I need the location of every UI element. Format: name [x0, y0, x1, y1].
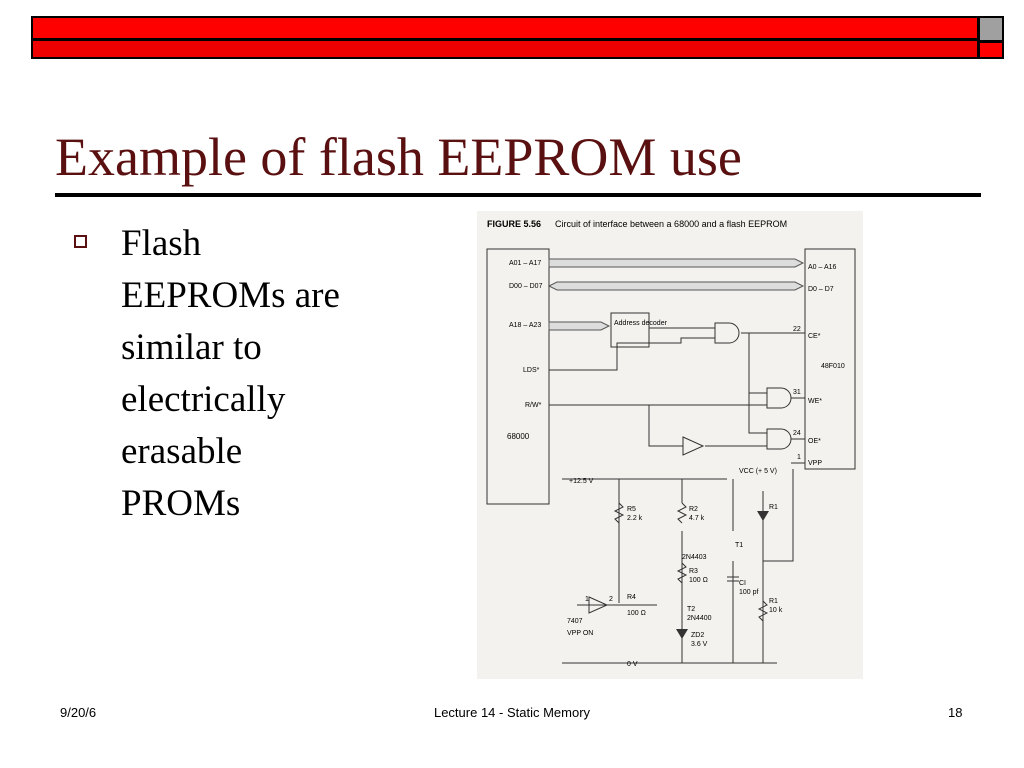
bullet-text: Flash EEPROMs are similar to electricall…	[121, 223, 340, 524]
pin-vpp: 1	[797, 454, 801, 461]
mem-signal-we: WE*	[808, 398, 822, 405]
mem-signal-a: A0 – A16	[808, 264, 837, 271]
header-red-bar-lower	[31, 39, 979, 59]
cpu-signal-rw: R/W*	[525, 402, 542, 409]
ground-label: 0 V	[627, 661, 638, 668]
vpp-on-label: VPP ON	[567, 630, 593, 637]
cpu-signal-d: D00 – D07	[509, 283, 543, 290]
r2-value: 4.7 k	[689, 515, 705, 522]
cpu-signal-a: A01 – A17	[509, 260, 541, 267]
mem-signal-oe: OE*	[808, 438, 821, 445]
header-red-bar	[31, 16, 979, 40]
cpu-signal-lds: LDS*	[523, 367, 540, 374]
r3-value: 100 Ω	[689, 577, 708, 584]
r4-name: R4	[627, 594, 636, 601]
r2-name: R2	[689, 506, 698, 513]
ci-value: 100 pf	[739, 589, 759, 596]
vcc-label: VCC (+ 5 V)	[739, 468, 777, 475]
figure-label: FIGURE 5.56	[487, 219, 541, 229]
title-underline	[55, 193, 981, 197]
r5-name: R5	[627, 506, 636, 513]
buffer-label: 7407	[567, 618, 583, 625]
pin-we: 31	[793, 389, 801, 396]
cpu-label: 68000	[507, 432, 530, 441]
memory-label: 48F010	[821, 363, 845, 370]
t1-value: 2N4403	[682, 554, 707, 561]
pin-ce: 22	[793, 326, 801, 333]
circuit-figure: FIGURE 5.56 Circuit of interface between…	[477, 211, 863, 679]
r1-top-name: R1	[769, 504, 778, 511]
header-gray-square	[978, 16, 1004, 42]
decoder-label: Address decoder	[614, 320, 668, 327]
t2-value: 2N4400	[687, 615, 712, 622]
mem-signal-d: D0 – D7	[808, 286, 834, 293]
header-red-square	[978, 41, 1004, 59]
bullet-square-icon	[74, 235, 87, 248]
t1-name: T1	[735, 542, 743, 549]
zd2-name: ZD2	[691, 632, 704, 639]
figure-caption: Circuit of interface between a 68000 and…	[555, 219, 787, 229]
t2-name: T2	[687, 606, 695, 613]
footer-date: 9/20/6	[60, 705, 97, 720]
footer-title: Lecture 14 - Static Memory	[433, 705, 591, 720]
ci-name: CI	[739, 580, 746, 587]
slide-title: Example of flash EEPROM use	[55, 127, 742, 187]
zd2-value: 3.6 V	[691, 641, 708, 648]
r1-name: R1	[769, 598, 778, 605]
pin-oe: 24	[793, 430, 801, 437]
r4-value: 100 Ω	[627, 610, 646, 617]
mem-signal-vpp: VPP	[808, 460, 822, 467]
r5-value: 2.2 k	[627, 515, 643, 522]
cpu-signal-ah: A18 – A23	[509, 322, 541, 329]
footer-page-number: 18	[948, 705, 963, 720]
r3-name: R3	[689, 568, 698, 575]
supply-label: +12.5 V	[569, 478, 594, 485]
r1-value: 10 k	[769, 607, 783, 614]
mem-signal-ce: CE*	[808, 333, 821, 340]
buffer-pin-in: 1	[585, 596, 589, 603]
buffer-pin-out: 2	[609, 596, 613, 603]
